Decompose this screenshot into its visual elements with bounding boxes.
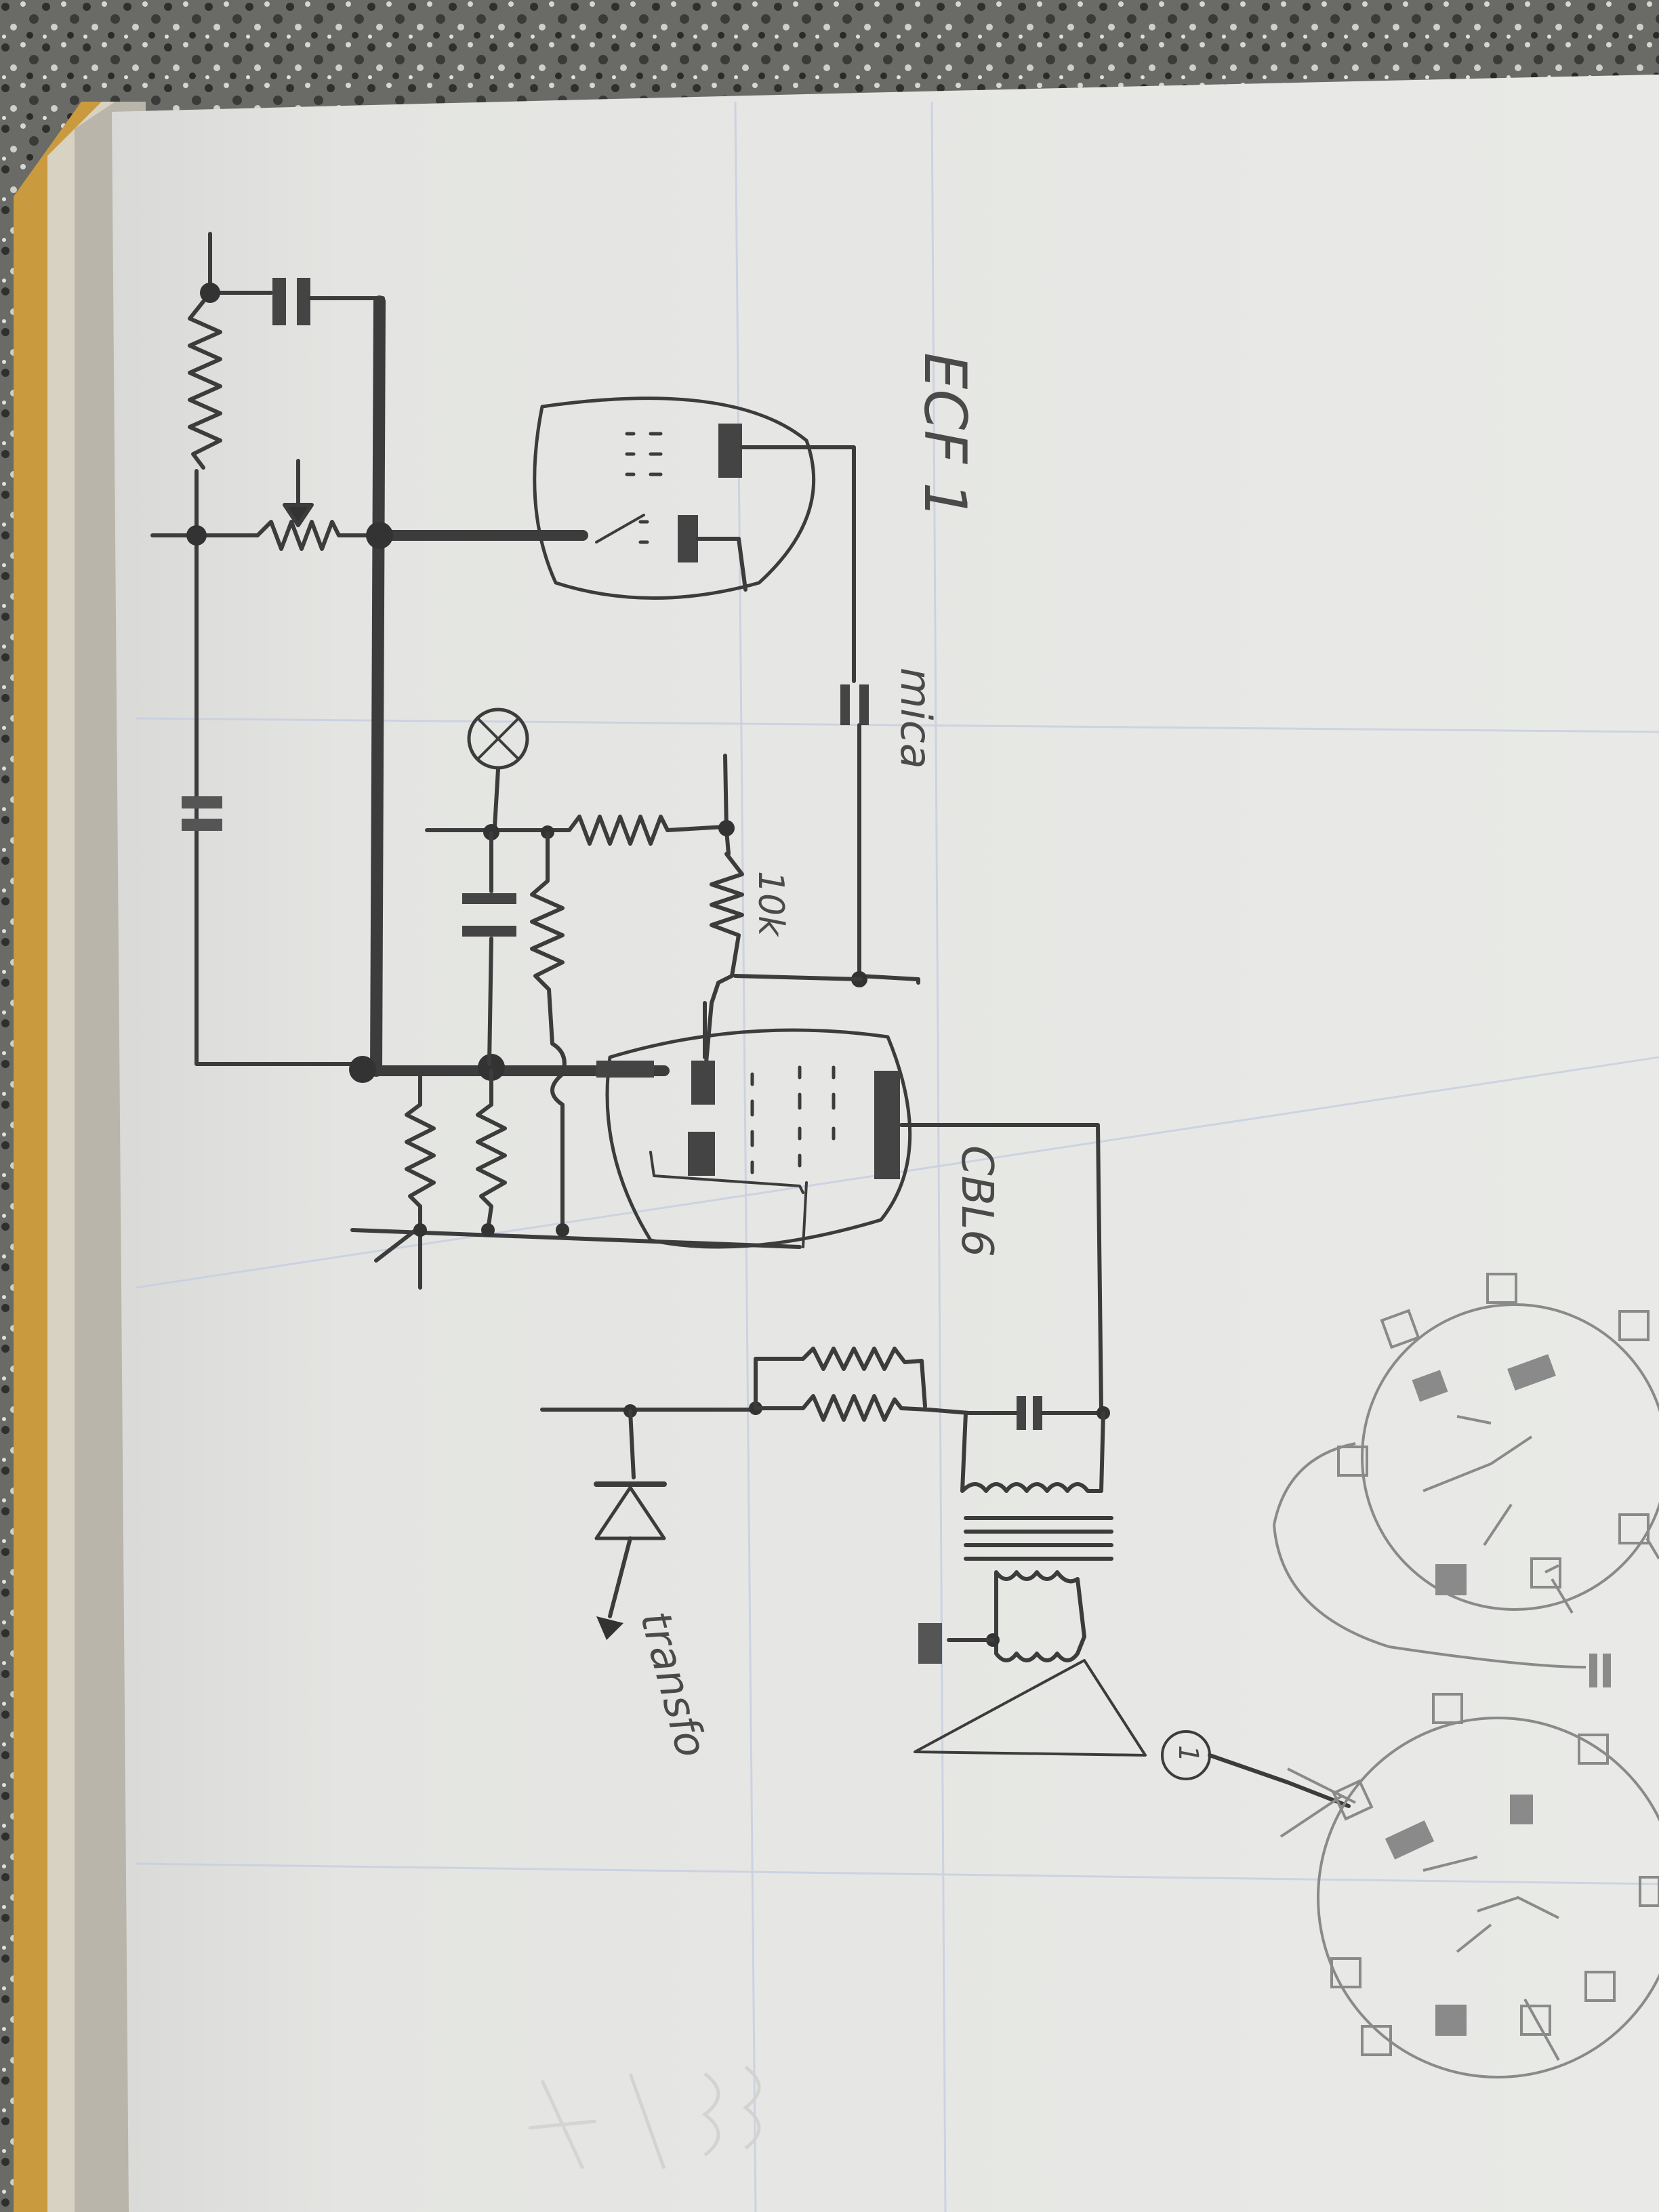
tube-cbl6 bbox=[605, 1028, 912, 1249]
junction-dot bbox=[200, 283, 220, 303]
label-meter-1: 1 bbox=[1172, 1745, 1204, 1762]
main-bus bbox=[370, 295, 386, 1077]
resistor-output-top bbox=[801, 1347, 927, 1408]
capacitor-top bbox=[272, 278, 286, 325]
resistor-output-bottom bbox=[754, 1394, 930, 1422]
tube-socket-sketch-lower bbox=[1279, 1693, 1659, 2078]
variable-resistor bbox=[194, 520, 378, 551]
label-ecf1: ECF 1 bbox=[911, 352, 979, 519]
tube-socket-sketch-upper bbox=[1272, 1273, 1659, 1668]
capacitor-mica bbox=[840, 684, 850, 725]
capacitor-sketch-between-sockets bbox=[1589, 1654, 1611, 1687]
label-cbl6: CBL6 bbox=[951, 1145, 1002, 1257]
resistor-horizontal-mid bbox=[540, 815, 727, 846]
capacitor-left-column bbox=[182, 796, 222, 808]
resistor-top-left bbox=[188, 300, 222, 470]
label-mica: mica bbox=[891, 668, 941, 769]
transformer-secondary bbox=[994, 1570, 1086, 1662]
capacitor-output bbox=[1017, 1396, 1026, 1430]
label-10k: 10k bbox=[750, 871, 791, 937]
resistor-10k bbox=[703, 852, 744, 1080]
speaker bbox=[914, 1659, 1147, 1757]
schematic-drawing bbox=[150, 232, 1351, 1808]
resistor-bottom-left bbox=[405, 1069, 436, 1290]
resistor-vertical-near-lamp bbox=[530, 832, 567, 1229]
tube-ecf1 bbox=[533, 396, 816, 600]
resistor-bottom-right bbox=[476, 1069, 507, 1232]
capacitor-vertical bbox=[462, 893, 516, 904]
show-through-writing bbox=[528, 2066, 761, 2170]
transformer-primary bbox=[960, 1411, 1105, 1493]
